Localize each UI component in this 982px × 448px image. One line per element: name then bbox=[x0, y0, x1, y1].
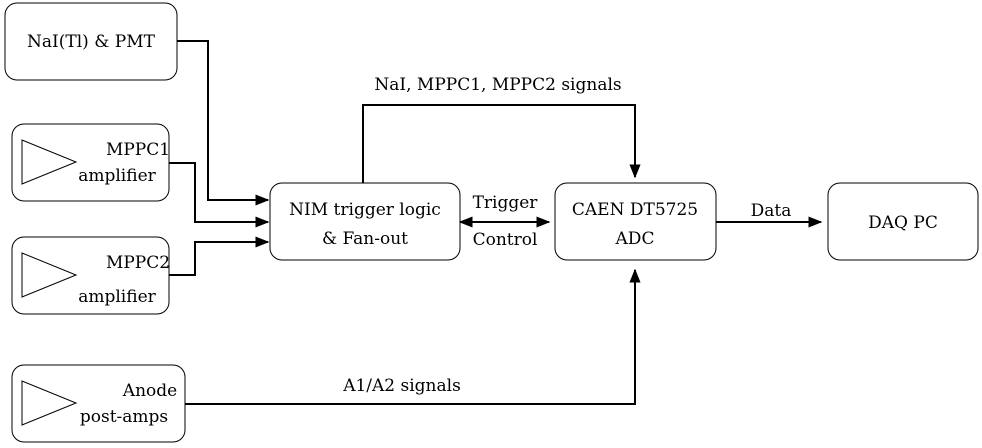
wire-anode-to-adc bbox=[185, 268, 641, 405]
adc-line2: ADC bbox=[615, 229, 655, 249]
mppc2-amplifier-block: MPPC2 amplifier bbox=[11, 236, 170, 315]
anode-signals-label: A1/A2 signals bbox=[342, 376, 461, 396]
anode-amp-line1: Anode bbox=[122, 381, 177, 401]
mppc2-amp-line1: MPPC2 bbox=[106, 253, 170, 273]
nim-line2: & Fan-out bbox=[322, 229, 408, 249]
control-label: Control bbox=[473, 230, 538, 250]
mppc1-amplifier-block: MPPC1 amplifier bbox=[11, 123, 170, 202]
anode-amp-line2: post-amps bbox=[80, 407, 168, 427]
daq-pc-block: DAQ PC bbox=[827, 182, 979, 261]
mppc2-amp-line2: amplifier bbox=[78, 287, 156, 307]
wire-nai-to-nim bbox=[177, 40, 270, 206]
amplifier-triangle-icon bbox=[21, 380, 78, 426]
nim-line1: NIM trigger logic bbox=[289, 200, 441, 220]
nim-trigger-block: NIM trigger logic & Fan-out bbox=[269, 182, 461, 261]
anode-post-amps-block: Anode post-amps bbox=[11, 364, 186, 443]
wire-mppc2-to-nim bbox=[169, 236, 270, 276]
wire-mppc1-to-nim bbox=[169, 162, 270, 228]
nai-pmt-block: NaI(Tl) & PMT bbox=[4, 2, 178, 81]
adc-line1: CAEN DT5725 bbox=[572, 200, 698, 220]
nai-pmt-label: NaI(Tl) & PMT bbox=[27, 32, 156, 52]
mppc1-amp-line2: amplifier bbox=[78, 166, 156, 186]
data-label: Data bbox=[751, 201, 792, 221]
daq-label: DAQ PC bbox=[868, 213, 938, 233]
trigger-label: Trigger bbox=[473, 193, 539, 213]
amplifier-triangle-icon bbox=[21, 139, 78, 185]
wire-nim-to-adc-signals bbox=[362, 104, 641, 183]
signals-label: NaI, MPPC1, MPPC2 signals bbox=[374, 75, 621, 95]
mppc1-amp-line1: MPPC1 bbox=[106, 140, 170, 160]
adc-block: CAEN DT5725 ADC bbox=[554, 182, 717, 261]
amplifier-triangle-icon bbox=[21, 252, 78, 298]
connections bbox=[169, 40, 823, 405]
